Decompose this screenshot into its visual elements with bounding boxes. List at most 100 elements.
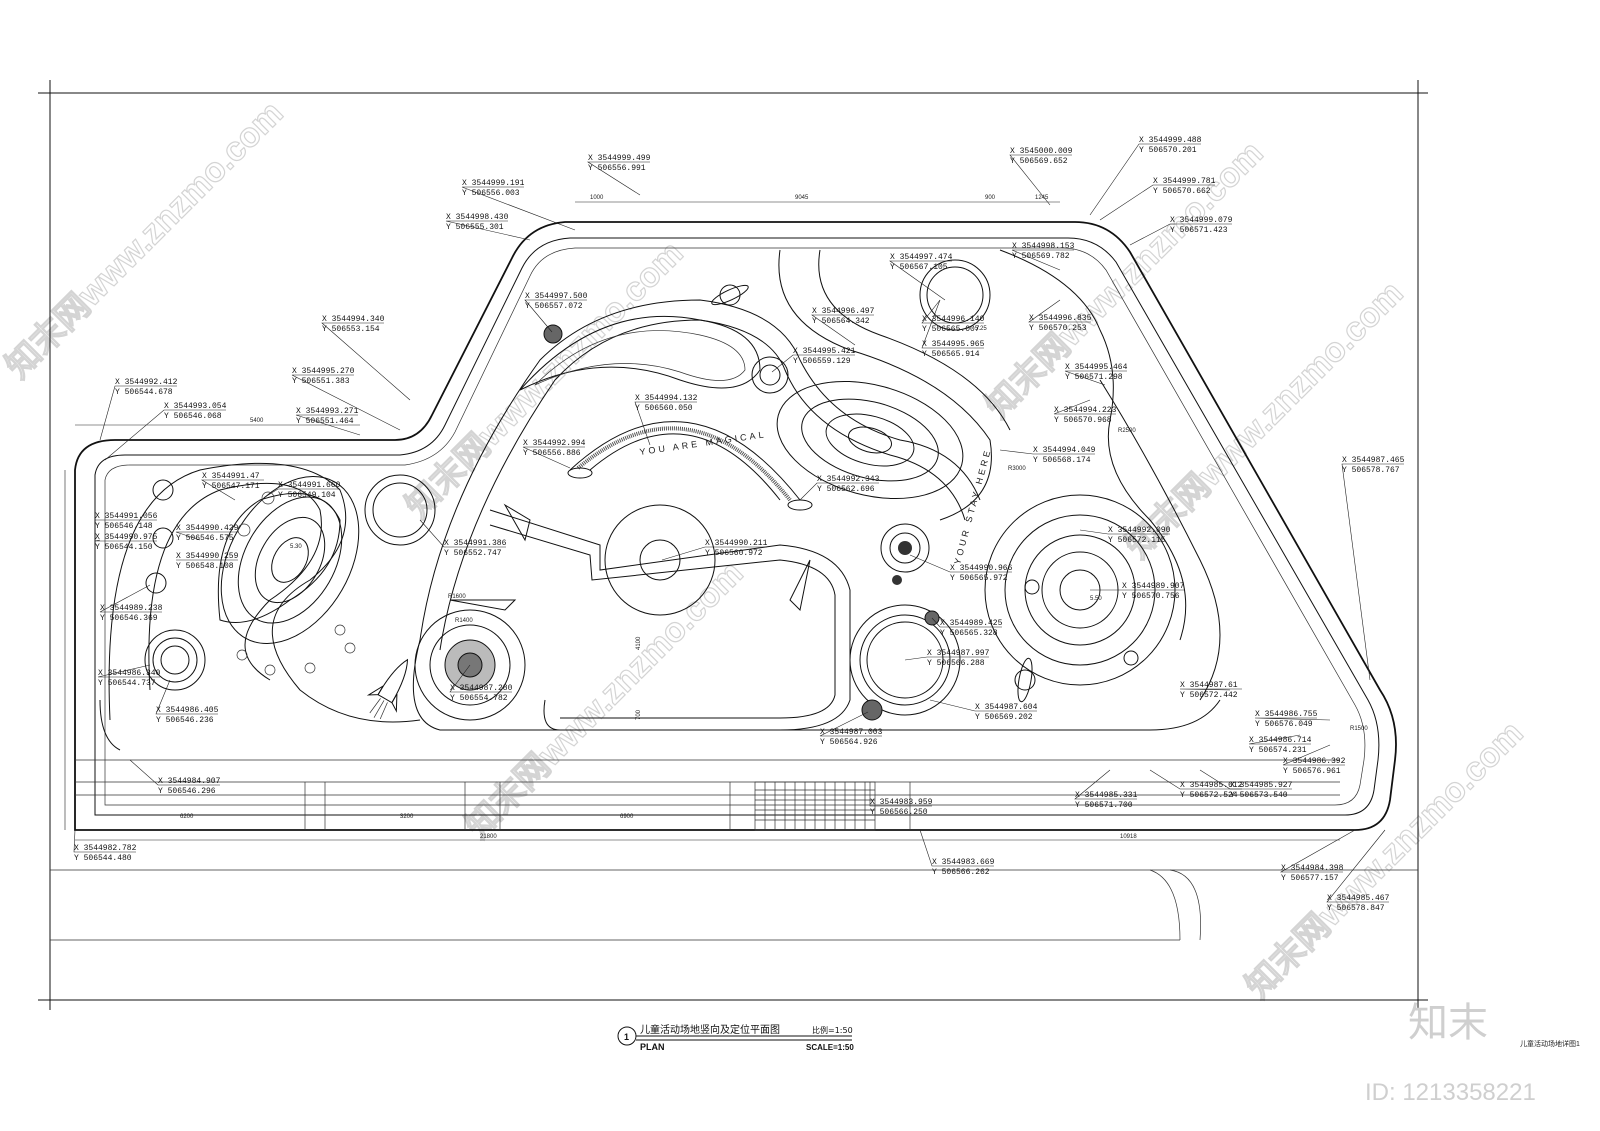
scale-en: SCALE=1:50 bbox=[806, 1043, 854, 1052]
leader-line bbox=[1129, 223, 1232, 246]
dim-label: 900 bbox=[985, 195, 996, 201]
coord-x: X 3544990.259 bbox=[176, 552, 239, 561]
decor-text-stay: YOUR STAY HERE bbox=[952, 447, 993, 566]
coord-y: Y 506568.174 bbox=[1033, 456, 1091, 465]
coord-y: Y 506564.342 bbox=[812, 317, 870, 326]
coord-y: Y 506556.886 bbox=[523, 449, 581, 458]
coord-x: X 3544986.755 bbox=[1255, 710, 1318, 719]
leader-line bbox=[175, 531, 238, 541]
coord-x: X 3544985.927 bbox=[1230, 781, 1293, 790]
coord-x: X 3544987.997 bbox=[927, 649, 990, 658]
coord-x: X 3544991.47 bbox=[202, 472, 260, 481]
coordinate-label: X 3544987.61Y 506572.442 bbox=[1179, 681, 1242, 700]
title-number: 1 bbox=[624, 1032, 629, 1042]
coord-y: Y 506554.782 bbox=[450, 694, 508, 703]
dim-label: 21800 bbox=[480, 834, 497, 840]
coord-x: X 3544987.003 bbox=[820, 728, 883, 737]
coord-y: Y 506544.480 bbox=[74, 854, 132, 863]
leader-line bbox=[999, 449, 1095, 455]
coord-x: X 3544992.090 bbox=[1108, 526, 1171, 535]
coord-y: Y 506546.296 bbox=[158, 787, 216, 796]
drawing-frame bbox=[38, 80, 1428, 1010]
coord-y: Y 506578.767 bbox=[1342, 466, 1400, 475]
dim-label: 4100 bbox=[636, 636, 642, 650]
dim-label: 5.25 bbox=[975, 326, 987, 332]
leader-line bbox=[295, 414, 361, 436]
leader-line bbox=[155, 679, 218, 715]
leader-line bbox=[1009, 154, 1072, 206]
dim-label: 6200 bbox=[180, 814, 194, 820]
coord-y: Y 506569.782 bbox=[1012, 252, 1070, 261]
dim-label: R1500 bbox=[1350, 726, 1368, 732]
leader-line bbox=[321, 322, 411, 401]
leader-line bbox=[1326, 829, 1389, 903]
leader-line bbox=[799, 482, 879, 501]
planet-icon bbox=[1014, 657, 1036, 703]
leader-line bbox=[771, 354, 855, 373]
leader-line bbox=[1079, 529, 1170, 535]
leader-line bbox=[909, 554, 1012, 573]
coord-y: Y 506572.442 bbox=[1180, 691, 1238, 700]
coord-y: Y 506573.540 bbox=[1230, 791, 1288, 800]
coord-y: Y 506557.072 bbox=[525, 302, 583, 311]
coord-x: X 3544999.079 bbox=[1170, 216, 1233, 225]
leader-line bbox=[919, 829, 994, 867]
coord-x: X 3544986.405 bbox=[156, 706, 219, 715]
coord-x: X 3544991.660 bbox=[278, 481, 341, 490]
coord-x: X 3544986.714 bbox=[1249, 736, 1312, 745]
coord-y: Y 506544.150 bbox=[95, 543, 153, 552]
leader-line bbox=[524, 299, 587, 333]
rocket-icon bbox=[366, 658, 409, 720]
coord-y: Y 506571.700 bbox=[1075, 801, 1133, 810]
leader-line bbox=[99, 385, 177, 441]
coord-y: Y 506548.108 bbox=[176, 562, 234, 571]
coord-y: Y 506576.049 bbox=[1255, 720, 1313, 729]
coord-y: Y 506569.202 bbox=[975, 713, 1033, 722]
coord-y: Y 506556.991 bbox=[588, 164, 646, 173]
site-outline bbox=[74, 221, 1397, 831]
coord-y: Y 506566.288 bbox=[927, 659, 985, 668]
coord-x: X 3544987.465 bbox=[1342, 456, 1405, 465]
coord-x: X 3544999.499 bbox=[588, 154, 651, 163]
coord-x: X 3544989.425 bbox=[940, 619, 1003, 628]
coord-x: X 3544990.429 bbox=[176, 524, 239, 533]
watermark: 知末网www.znzmo.com bbox=[0, 94, 291, 386]
coord-x: X 3544994.049 bbox=[1033, 446, 1096, 455]
leader-line bbox=[661, 546, 767, 561]
title-cn: 儿童活动场地竖向及定位平面图 bbox=[640, 1023, 780, 1036]
planet-icon bbox=[711, 284, 749, 306]
coord-y: Y 506570.662 bbox=[1153, 187, 1211, 196]
coord-x: X 3544992.412 bbox=[115, 378, 178, 387]
dim-label: 1245 bbox=[1035, 195, 1049, 201]
coord-x: X 3544997.500 bbox=[525, 292, 588, 301]
coord-x: X 3545000.009 bbox=[1010, 147, 1073, 156]
coord-y: Y 506546.068 bbox=[164, 412, 222, 421]
coord-y: Y 506546.575 bbox=[176, 534, 234, 543]
leader-line bbox=[1011, 249, 1074, 271]
coord-x: X 3544994.223 bbox=[1054, 406, 1117, 415]
leader-line bbox=[264, 488, 340, 498]
